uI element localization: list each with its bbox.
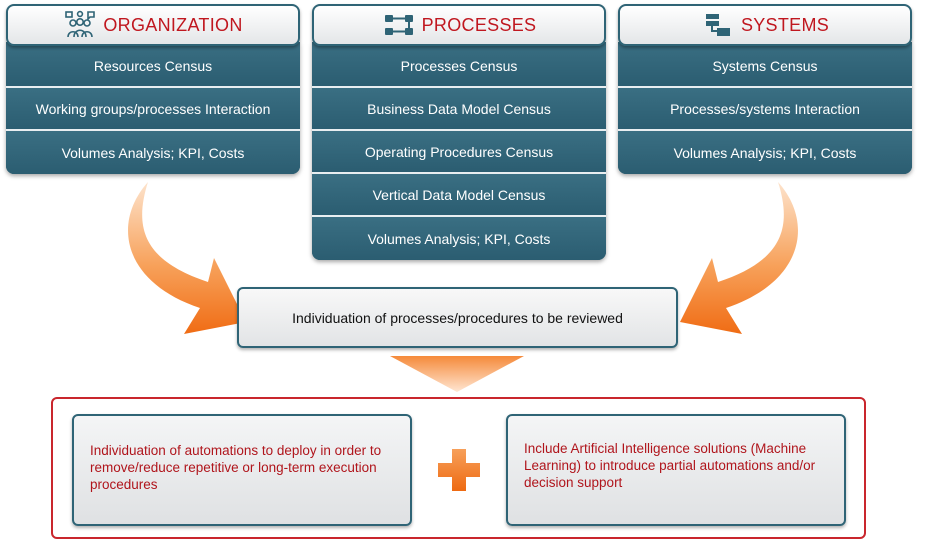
list-item: Processes/systems Interaction (618, 88, 912, 131)
systems-header: SYSTEMS (618, 4, 912, 46)
right-curved-arrow (680, 182, 798, 334)
list-item: Processes Census (312, 42, 606, 88)
automation-box: Individuation of automations to deploy i… (72, 414, 412, 526)
organization-title: ORGANIZATION (103, 14, 243, 35)
processes-list: Processes Census Business Data Model Cen… (312, 42, 606, 260)
systems-list: Systems Census Processes/systems Interac… (618, 42, 912, 174)
organization-column: ORGANIZATION Resources Census Working gr… (6, 4, 300, 174)
systems-title: SYSTEMS (740, 14, 830, 35)
people-icon (63, 10, 97, 40)
organization-header: ORGANIZATION (6, 4, 300, 46)
ai-solutions-text: Include Artificial Intelligence solution… (524, 441, 816, 490)
left-curved-arrow (128, 182, 246, 334)
systems-icon (701, 10, 735, 40)
organization-list: Resources Census Working groups/processe… (6, 42, 300, 174)
list-item: Volumes Analysis; KPI, Costs (6, 131, 300, 174)
systems-column: SYSTEMS Systems Census Processes/systems… (618, 4, 912, 174)
list-item: Working groups/processes Interaction (6, 88, 300, 131)
processes-title: PROCESSES (421, 14, 537, 35)
processes-column: PROCESSES Processes Census Business Data… (312, 4, 606, 260)
list-item: Volumes Analysis; KPI, Costs (618, 131, 912, 174)
list-item: Operating Procedures Census (312, 131, 606, 174)
automation-text: Individuation of automations to deploy i… (90, 443, 382, 492)
list-item: Systems Census (618, 42, 912, 88)
list-item: Volumes Analysis; KPI, Costs (312, 217, 606, 260)
list-item: Vertical Data Model Census (312, 174, 606, 217)
process-flow-icon (382, 10, 416, 40)
review-box: Individuation of processes/procedures to… (237, 287, 678, 348)
list-item: Resources Census (6, 42, 300, 88)
plus-icon (438, 449, 480, 491)
list-item: Business Data Model Census (312, 88, 606, 131)
ai-solutions-box: Include Artificial Intelligence solution… (506, 414, 846, 526)
processes-header: PROCESSES (312, 4, 606, 46)
down-arrow (390, 356, 524, 392)
